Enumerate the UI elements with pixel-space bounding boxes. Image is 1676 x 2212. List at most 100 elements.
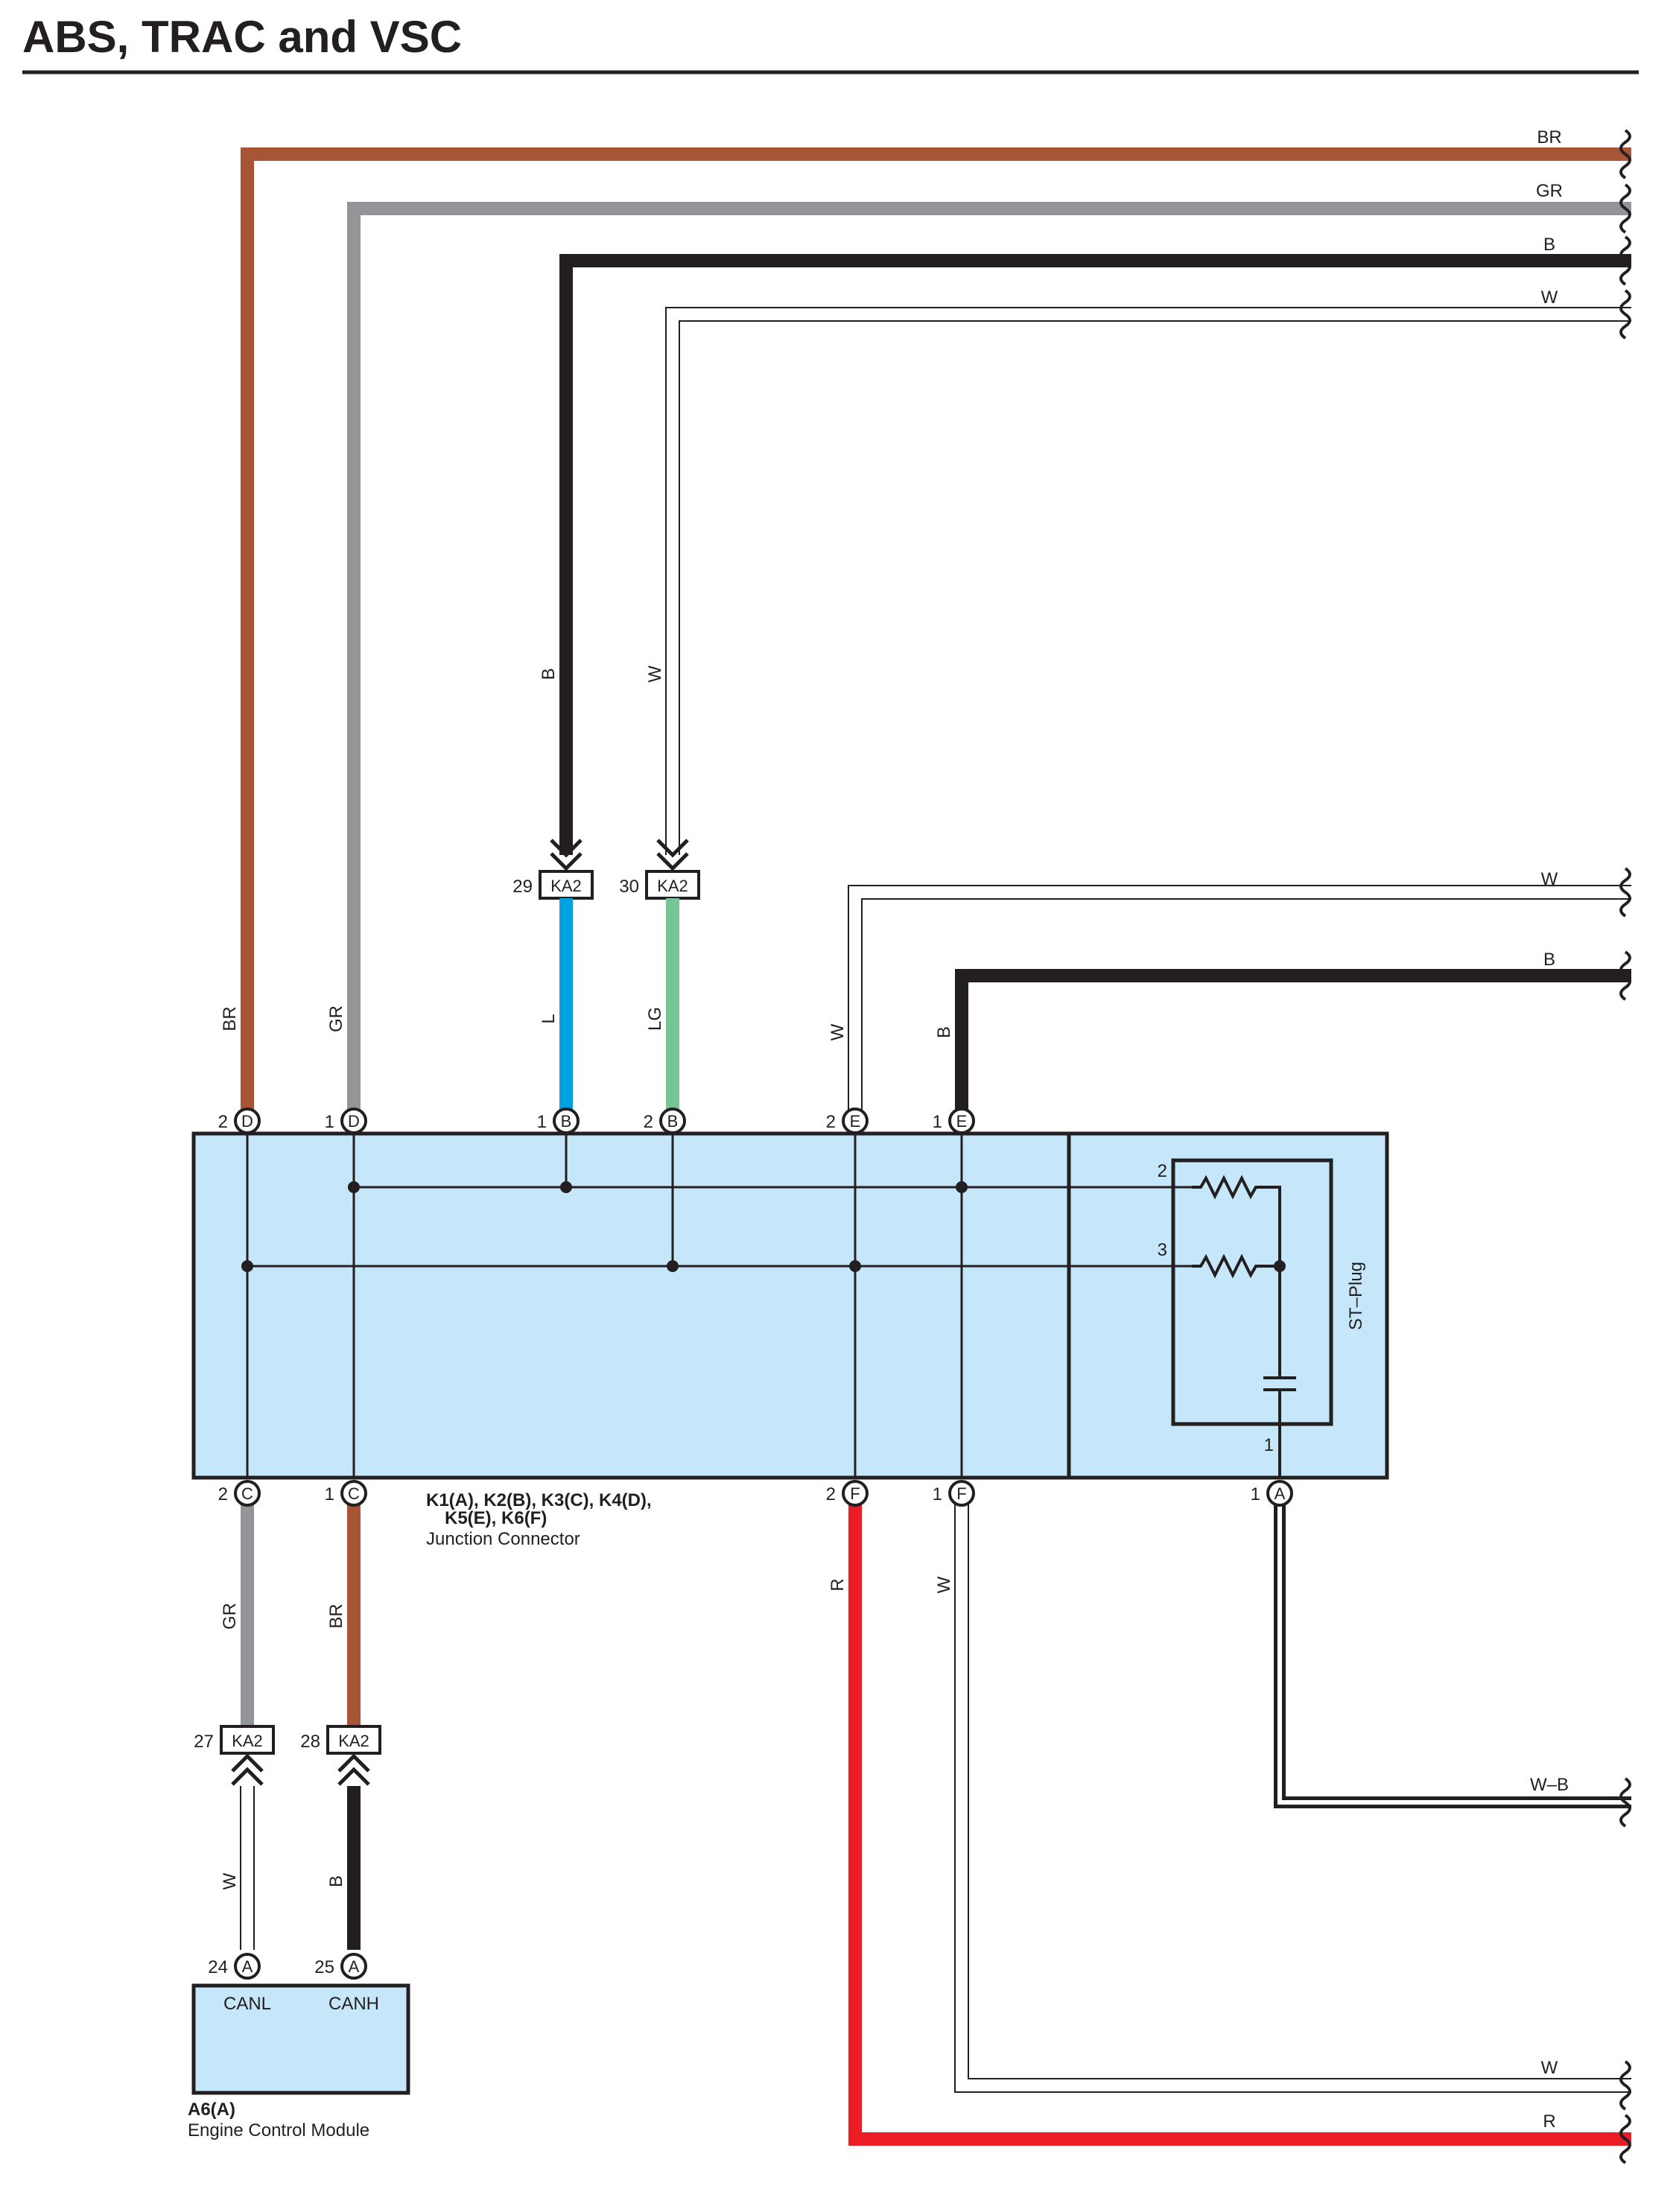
connector-ka2-28 xyxy=(326,1725,381,1755)
connector-ka2-30-label: KA2 xyxy=(657,877,688,895)
label-w-right: W xyxy=(1541,287,1558,308)
svg-text:1: 1 xyxy=(537,1112,547,1132)
wire-break-marks xyxy=(1619,129,1631,2164)
label-br-right: BR xyxy=(1537,127,1561,147)
junction-name: Junction Connector xyxy=(426,1529,580,1549)
svg-text:2: 2 xyxy=(644,1112,653,1132)
svg-text:1: 1 xyxy=(933,1484,942,1504)
connector-ka2-29-pin: 29 xyxy=(512,877,533,897)
label-w-mid-right: W xyxy=(1541,869,1558,889)
pin-ecm-25: A 25 xyxy=(314,1953,367,1980)
connector-ka2-27 xyxy=(220,1725,275,1755)
label-r-low: R xyxy=(828,1578,848,1591)
label-w-e-vert: W xyxy=(828,1023,848,1040)
svg-text:B: B xyxy=(561,1112,572,1131)
wire-gr-top xyxy=(347,202,1631,1116)
label-br-low: BR xyxy=(326,1604,346,1628)
svg-text:A: A xyxy=(1275,1484,1286,1503)
connector-ka2-30 xyxy=(645,870,700,900)
st-plug-circuit xyxy=(1192,1175,1296,1478)
ecm-canl-label: CANL xyxy=(223,1994,271,2014)
wire-wb-core xyxy=(1277,1504,1631,1805)
label-gr-right: GR xyxy=(1536,181,1563,201)
pin-top-d1: D 1 xyxy=(325,1107,367,1134)
connector-ka2-28-label: KA2 xyxy=(338,1732,369,1750)
ecm-code: A6(A) xyxy=(188,2100,235,2120)
connector-ka2-27-pin: 27 xyxy=(194,1732,214,1752)
svg-text:2: 2 xyxy=(218,1484,228,1504)
svg-text:2: 2 xyxy=(826,1112,836,1132)
pin-ecm-24: A 24 xyxy=(208,1953,261,1980)
label-lg-vert: LG xyxy=(645,1007,665,1031)
svg-text:A: A xyxy=(242,1957,253,1976)
svg-text:1: 1 xyxy=(933,1112,942,1132)
junction-internal-wiring xyxy=(246,1134,1192,1478)
svg-text:2: 2 xyxy=(218,1112,228,1132)
page-title: ABS, TRAC and VSC xyxy=(22,12,462,62)
svg-text:A: A xyxy=(349,1957,360,1976)
wire-w-f1-core xyxy=(956,1504,1631,2091)
svg-text:C: C xyxy=(348,1484,360,1503)
svg-text:24: 24 xyxy=(208,1957,228,1977)
pin-bottom-f2: F 2 xyxy=(826,1480,869,1507)
label-gr-vert: GR xyxy=(326,1005,346,1032)
wire-w-top xyxy=(665,307,1631,855)
label-br-vert: BR xyxy=(220,1006,240,1031)
label-b-low: B xyxy=(326,1875,346,1887)
label-w-f-low: W xyxy=(934,1576,954,1593)
st-plug-pin-2: 2 xyxy=(1158,1161,1167,1181)
label-b-e-vert: B xyxy=(934,1026,954,1038)
svg-text:F: F xyxy=(850,1484,860,1503)
wire-br-top xyxy=(241,147,1631,1116)
label-gr-low: GR xyxy=(220,1603,240,1630)
st-plug-splice xyxy=(1274,1260,1286,1272)
connector-ka2-27-label: KA2 xyxy=(232,1732,263,1750)
st-plug-label: ST–Plug xyxy=(1346,1262,1366,1330)
pin-bottom-c2: C 2 xyxy=(218,1480,261,1507)
wire-wb xyxy=(1274,1504,1631,1808)
label-l-vert: L xyxy=(539,1014,559,1023)
svg-text:F: F xyxy=(956,1484,966,1503)
label-w-low-right: W xyxy=(1541,2058,1558,2078)
svg-text:E: E xyxy=(850,1112,861,1131)
junction-codes-line1: K1(A), K2(B), K3(C), K4(D), xyxy=(426,1490,652,1510)
arrow-ka2-27 xyxy=(231,1753,264,1786)
pin-top-b1: B 1 xyxy=(537,1107,580,1134)
svg-text:C: C xyxy=(241,1484,253,1503)
pin-bottom-c1: C 1 xyxy=(325,1480,367,1507)
wire-w-e2 xyxy=(848,885,1631,1116)
svg-text:1: 1 xyxy=(325,1484,334,1504)
ecm-name: Engine Control Module xyxy=(188,2120,369,2141)
connector-ka2-30-pin: 30 xyxy=(619,877,639,897)
pin-top-d2: D 2 xyxy=(218,1107,261,1134)
label-wb-right: W–B xyxy=(1530,1775,1569,1795)
junction-connector-box xyxy=(191,1131,1389,1480)
wire-w-top-core xyxy=(667,308,1631,855)
st-plug-pin-1: 1 xyxy=(1264,1435,1274,1455)
st-plug-pin-3: 3 xyxy=(1158,1240,1167,1260)
connector-ka2-28-pin: 28 xyxy=(300,1732,320,1752)
svg-text:B: B xyxy=(667,1112,679,1131)
label-b-vert: B xyxy=(539,668,559,680)
wire-w-e2-core xyxy=(849,886,1631,1116)
arrow-ka2-30 xyxy=(656,839,689,871)
pin-top-b2: B 2 xyxy=(644,1107,686,1134)
pin-bottom-f1: F 1 xyxy=(933,1480,975,1507)
label-w-low: W xyxy=(220,1872,240,1890)
st-plug-box xyxy=(1171,1158,1333,1426)
pin-top-e2: E 2 xyxy=(826,1107,869,1134)
label-w-vert: W xyxy=(645,665,665,682)
svg-text:E: E xyxy=(956,1112,968,1131)
ecm-box xyxy=(191,1983,410,2095)
arrow-ka2-28 xyxy=(337,1753,370,1786)
arrow-ka2-29 xyxy=(550,839,583,871)
svg-text:25: 25 xyxy=(314,1957,334,1977)
svg-text:1: 1 xyxy=(1251,1484,1260,1504)
pin-top-e1: E 1 xyxy=(933,1107,975,1134)
connector-ka2-29-label: KA2 xyxy=(550,877,582,895)
junction-splice-points xyxy=(241,1181,968,1272)
pin-bottom-a1: A 1 xyxy=(1251,1480,1293,1507)
svg-text:1: 1 xyxy=(325,1112,334,1132)
svg-text:D: D xyxy=(348,1112,360,1131)
